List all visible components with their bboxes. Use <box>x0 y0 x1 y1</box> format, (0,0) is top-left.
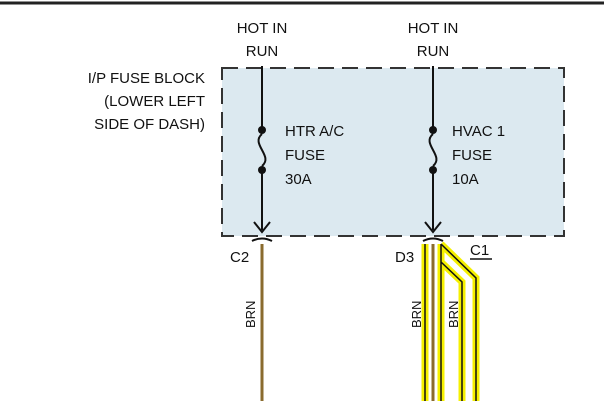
left-wire-label: BRN <box>243 301 258 328</box>
right-arrow-icon <box>424 221 442 234</box>
connector-left-label: C2 <box>230 249 249 266</box>
supply-label-right-line1: HOT IN <box>408 20 459 37</box>
fuse-right-word: FUSE <box>452 147 492 164</box>
connector-left-icon <box>251 237 273 242</box>
fuse-block-label-line1: I/P FUSE BLOCK <box>88 70 205 87</box>
right-wire-label: BRN <box>409 301 424 328</box>
fuse-right-rating: 10A <box>452 171 479 188</box>
fuse-block-label-line2: (LOWER LEFT <box>104 93 205 110</box>
highlight-wire-label: BRN <box>446 301 461 328</box>
left-fuse-node-top <box>258 126 266 134</box>
connector-right-label: D3 <box>395 249 414 266</box>
supply-label-left-line2: RUN <box>246 43 279 60</box>
fuse-block-label-line3: SIDE OF DASH) <box>94 116 205 133</box>
right-fuse-icon <box>428 133 438 167</box>
supply-label-left-line1: HOT IN <box>237 20 288 37</box>
fuse-right-name: HVAC 1 <box>452 123 505 140</box>
fuse-left-word: FUSE <box>285 147 325 164</box>
fuse-block-outline <box>221 67 565 237</box>
right-fuse-node-top <box>429 126 437 134</box>
connector-c1-label: C1 <box>470 242 489 259</box>
connector-right-icon <box>422 237 444 242</box>
supply-label-right-line2: RUN <box>417 43 450 60</box>
highlight-wire-outline <box>424 243 477 401</box>
left-fuse-icon <box>257 133 267 167</box>
fuse-left-name: HTR A/C <box>285 123 344 140</box>
circuit-right <box>424 66 442 234</box>
left-arrow-icon <box>253 221 271 234</box>
fuse-left-rating: 30A <box>285 171 312 188</box>
circuit-left <box>253 66 271 234</box>
